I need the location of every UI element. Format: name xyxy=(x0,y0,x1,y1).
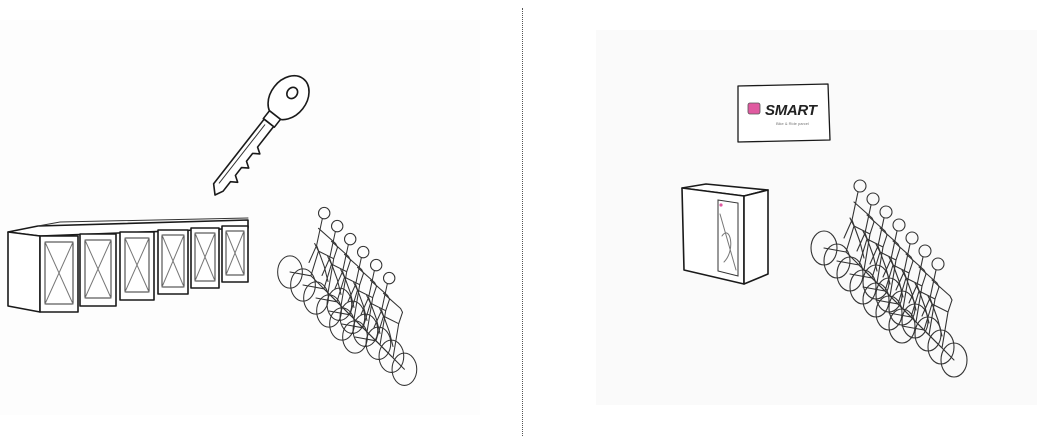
locker-indicator-light xyxy=(719,203,723,207)
left-panel-background xyxy=(0,20,480,415)
left-panel-key-system xyxy=(0,20,480,415)
smart-card-title: SMART xyxy=(765,102,819,119)
smart-card-icon: SMART Bike & Ride parcel xyxy=(737,83,831,143)
bicycle-with-rider xyxy=(316,245,392,360)
bicycle-with-rider xyxy=(342,271,418,386)
bicycles-with-riders-icon xyxy=(277,206,418,386)
smart-card-subtitle: Bike & Ride parcel xyxy=(776,121,809,126)
panel-divider xyxy=(522,8,523,436)
right-panel-illustration: SMART Bike & Ride parcel xyxy=(596,30,1037,405)
bicycle-with-rider xyxy=(329,258,405,373)
left-panel-illustration xyxy=(0,20,480,415)
bicycle-with-rider xyxy=(888,257,968,378)
key-icon xyxy=(212,74,310,196)
bike-locker-row-icon xyxy=(7,217,249,313)
single-bike-locker-icon xyxy=(681,183,769,285)
smart-card-chip xyxy=(747,102,761,115)
right-panel-smart-system: SMART Bike & Ride parcel xyxy=(524,0,1037,437)
bicycles-with-riders-icon xyxy=(810,179,968,378)
